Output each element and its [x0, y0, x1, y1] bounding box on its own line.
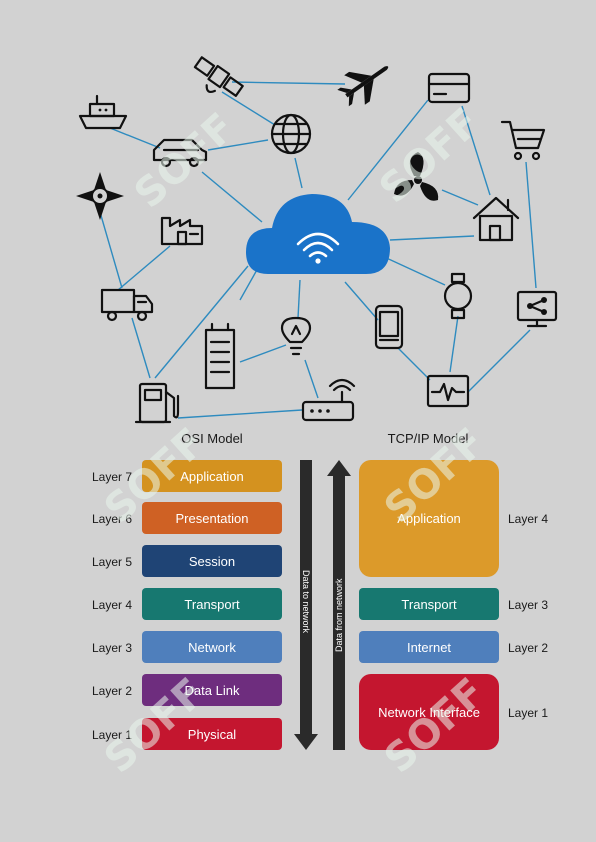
osi-layer-network: Layer 3 Network	[92, 631, 282, 663]
tcpip-layer-label: Layer 3	[508, 598, 548, 612]
factory-icon	[160, 216, 204, 246]
connection-lines	[99, 81, 537, 419]
osi-layer-application: Layer 7 Application	[92, 460, 282, 492]
osi-layer-label: Layer 3	[92, 641, 132, 655]
osi-layer-name: Physical	[188, 727, 237, 742]
monitor-share-icon	[516, 290, 558, 328]
osi-layer-name: Application	[180, 469, 244, 484]
osi-layer-label: Layer 1	[92, 728, 132, 742]
osi-layer-name: Transport	[184, 597, 240, 612]
osi-layer-name: Session	[189, 554, 235, 569]
osi-layer-label: Layer 4	[92, 598, 132, 612]
house-icon	[472, 196, 520, 242]
watermark-text: SOFF	[126, 105, 244, 218]
router-icon	[301, 378, 356, 422]
globe-icon	[270, 113, 312, 155]
tcpip-layer-name: Application	[397, 511, 461, 526]
data-from-network-arrow: Data from network	[327, 460, 351, 750]
osi-layer-data-link: Layer 2 Data Link	[92, 674, 282, 706]
smartwatch-icon	[443, 272, 473, 320]
heart-monitor-icon	[426, 374, 470, 408]
car-icon	[152, 138, 208, 168]
lightbulb-icon	[280, 316, 312, 356]
tcpip-layer-label: Layer 2	[508, 641, 548, 655]
data-from-network-label: Data from network	[334, 578, 344, 652]
card-icon	[427, 72, 471, 104]
osi-layer-name: Network	[188, 640, 236, 655]
compass-icon	[76, 172, 124, 220]
phone-icon	[374, 304, 404, 350]
osi-layer-label: Layer 2	[92, 684, 132, 698]
tcpip-layer-network-interface: Network Interface Layer 1	[359, 674, 548, 750]
osi-layer-name: Data Link	[185, 683, 240, 698]
tcpip-model-title: TCP/IP Model	[388, 431, 469, 446]
tcpip-layer-internet: Internet Layer 2	[359, 631, 548, 663]
tcpip-layer-name: Transport	[401, 597, 457, 612]
tcpip-layer-name: Network Interface	[378, 705, 480, 720]
truck-icon	[100, 288, 154, 322]
tcpip-layer-name: Internet	[407, 640, 451, 655]
osi-layer-presentation: Layer 6 Presentation	[92, 502, 282, 534]
osi-stack: Layer 7 Application Layer 6 Presentation…	[92, 460, 282, 750]
cloud-wifi-icon	[246, 194, 390, 274]
osi-model-title: OSI Model	[181, 431, 243, 446]
ship-icon	[78, 94, 128, 130]
osi-layer-label: Layer 6	[92, 512, 132, 526]
osi-layer-label: Layer 7	[92, 470, 132, 484]
building-icon	[204, 322, 236, 390]
tcpip-layer-application: Application Layer 4	[359, 460, 548, 577]
fan-icon	[394, 152, 439, 201]
data-to-network-arrow: Data to network	[294, 460, 318, 750]
osi-layer-physical: Layer 1 Physical	[92, 718, 282, 750]
tcpip-layer-label: Layer 4	[508, 512, 548, 526]
tcpip-layer-label: Layer 1	[508, 706, 548, 720]
osi-layer-name: Presentation	[176, 511, 249, 526]
osi-layer-label: Layer 5	[92, 555, 132, 569]
tcpip-stack: Application Layer 4 Transport Layer 3 In…	[359, 460, 548, 750]
tcpip-layer-transport: Transport Layer 3	[359, 588, 548, 620]
osi-layer-session: Layer 5 Session	[92, 545, 282, 577]
data-to-network-label: Data to network	[301, 570, 311, 634]
fuel-pump-icon	[134, 382, 180, 424]
airplane-icon	[337, 66, 389, 107]
satellite-icon	[193, 56, 244, 97]
cart-icon	[500, 120, 546, 161]
osi-layer-transport: Layer 4 Transport	[92, 588, 282, 620]
